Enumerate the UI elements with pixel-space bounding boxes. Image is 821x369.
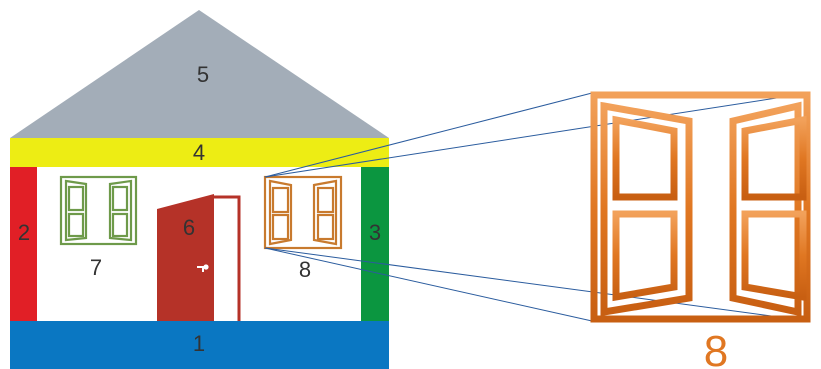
door xyxy=(157,194,239,321)
zoomed-right-pane-top xyxy=(745,120,803,197)
zoomed-window xyxy=(594,95,807,319)
label-4: 4 xyxy=(193,140,205,165)
green-window xyxy=(61,177,136,244)
label-8: 8 xyxy=(299,257,311,282)
brown-window xyxy=(265,177,341,248)
label-7: 7 xyxy=(90,255,102,280)
zoomed-left-pane-top xyxy=(616,120,674,197)
label-2: 2 xyxy=(18,220,30,245)
label-6: 6 xyxy=(183,215,195,240)
label-3: 3 xyxy=(369,220,381,245)
label-1: 1 xyxy=(193,331,205,356)
zoomed-right-pane-bottom xyxy=(745,214,803,297)
zoom-label: 8 xyxy=(704,327,728,369)
zoomed-left-pane-bottom xyxy=(616,214,674,297)
label-5: 5 xyxy=(197,62,209,87)
